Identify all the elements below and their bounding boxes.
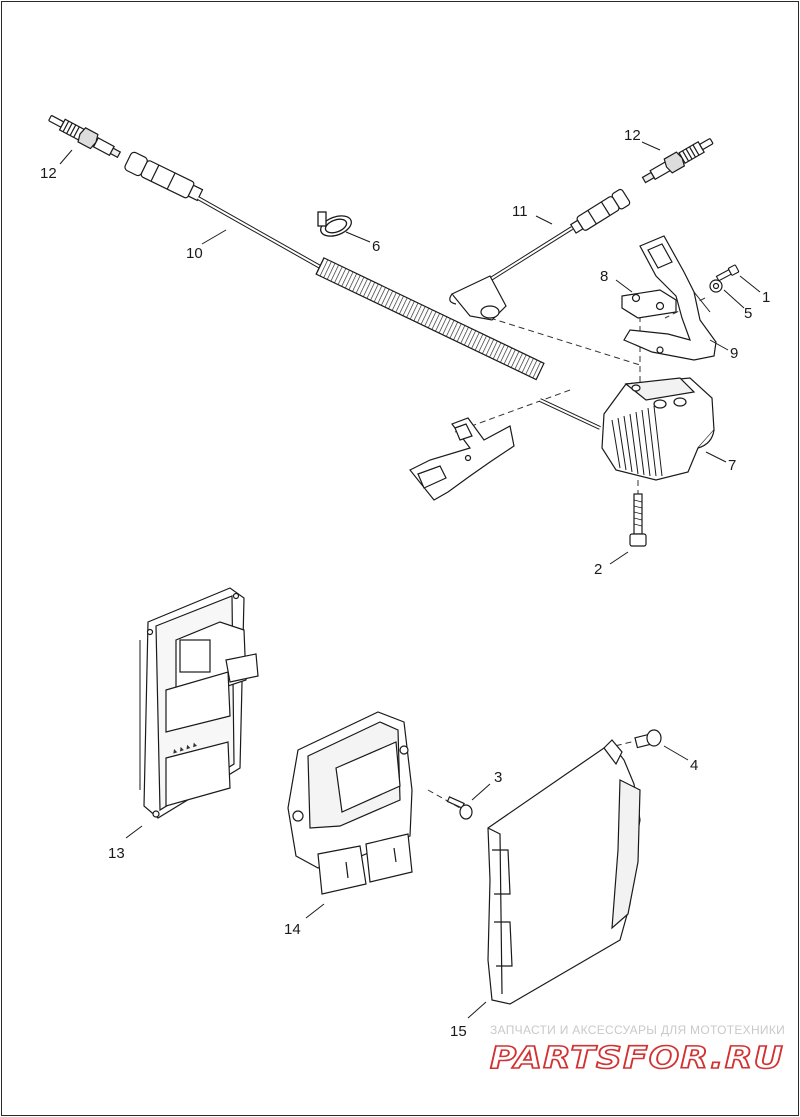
assembly-guide-lines: [427, 296, 706, 809]
spark-plug-right: [641, 138, 714, 184]
spark-plug-left: [48, 115, 122, 159]
screw-3: [446, 796, 473, 820]
callout-leaders: [59, 141, 761, 1019]
cable-clip: [317, 211, 352, 237]
spark-plug-cable-long: [124, 151, 601, 430]
watermark-logo: PARTSFOR.RU: [490, 1041, 784, 1076]
ignition-coil: [601, 377, 715, 481]
callout-12-left: 12: [40, 165, 57, 182]
callout-3: 3: [494, 769, 502, 786]
callout-4: 4: [690, 757, 698, 774]
callout-1: 1: [762, 289, 770, 306]
callout-12-right: 12: [624, 127, 641, 144]
mounting-plate: [621, 289, 677, 319]
spark-plug-cable-short: [449, 188, 631, 321]
callout-9: 9: [730, 345, 738, 362]
callout-6: 6: [372, 238, 380, 255]
lock-washer: [709, 279, 723, 293]
module-cover: [487, 739, 641, 1005]
callout-labels: 12 10 6 11 12 8 1 5 9 7 2 3 4 13 14 15: [40, 127, 770, 1040]
bolt-2: [629, 493, 647, 547]
callout-14: 14: [284, 921, 301, 938]
callout-2: 2: [594, 561, 602, 578]
front-bracket: [409, 417, 515, 501]
callout-10: 10: [186, 245, 203, 262]
screw-1: [715, 264, 740, 282]
callout-5: 5: [744, 305, 752, 322]
callout-8: 8: [600, 268, 608, 285]
watermark: ЗАПЧАСТИ И АКСЕССУАРЫ ДЛЯ МОТОТЕХНИКИ PA…: [489, 1023, 785, 1077]
screw-4: [634, 729, 662, 749]
engine-control-module: ▲▲▲▲: [139, 587, 259, 819]
watermark-caption: ЗАПЧАСТИ И АКСЕССУАРЫ ДЛЯ МОТОТЕХНИКИ: [490, 1023, 785, 1037]
coil-bracket: [623, 235, 717, 361]
callout-7: 7: [728, 457, 736, 474]
callout-13: 13: [108, 845, 125, 862]
control-module: [287, 711, 413, 895]
callout-11: 11: [512, 203, 528, 220]
callout-15: 15: [450, 1023, 467, 1040]
